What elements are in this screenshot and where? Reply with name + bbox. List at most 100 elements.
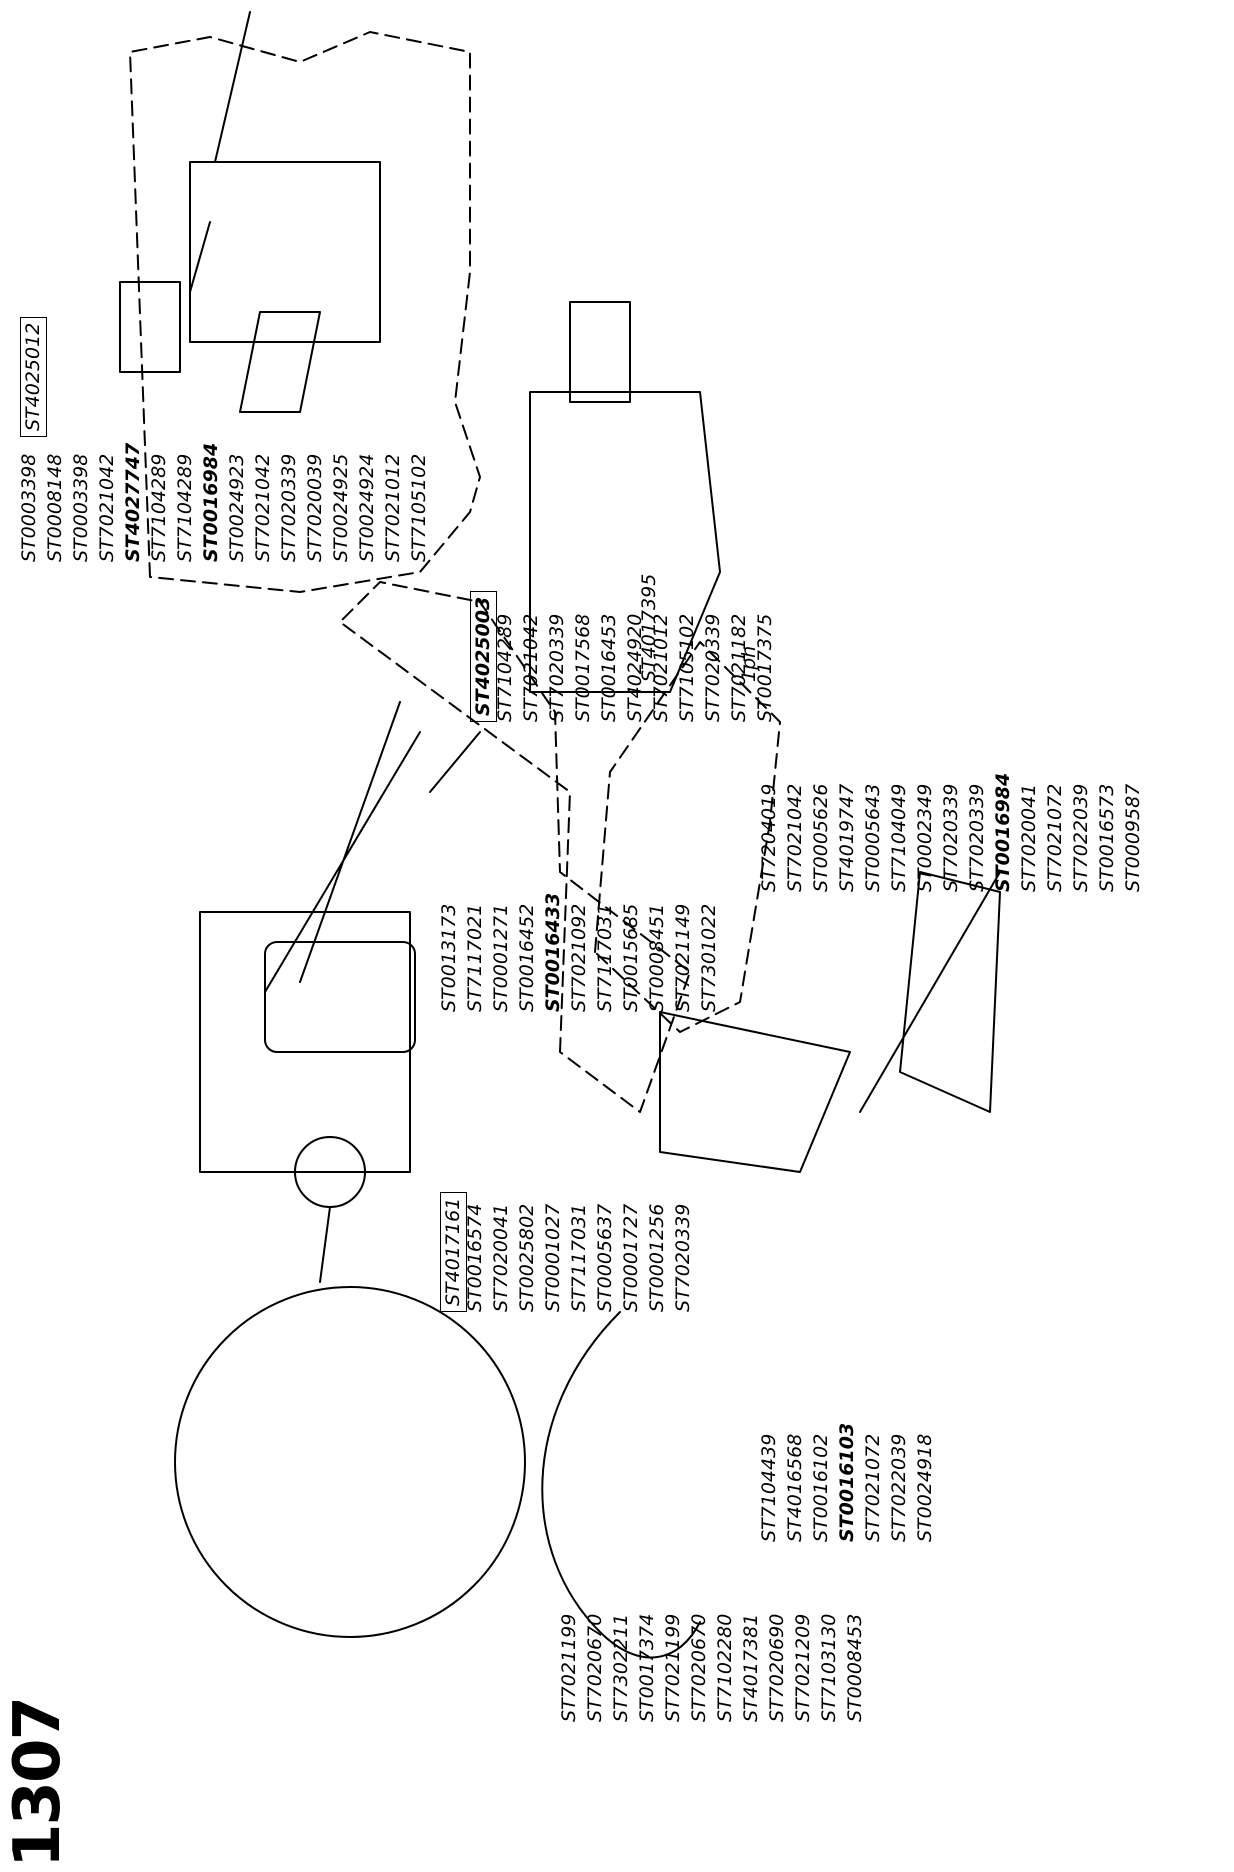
part-label: ST7020690 (766, 1613, 788, 1722)
part-label: ST7021199 (558, 1613, 580, 1722)
part-label: ST7104289 (494, 613, 516, 722)
cable-gland (429, 731, 481, 793)
part-label: ST0016574 (464, 1203, 486, 1312)
part-label: ST0024925 (330, 453, 352, 562)
part-label: ST7021149 (672, 903, 694, 1012)
spring (189, 221, 211, 293)
switch-box-rod (214, 11, 251, 163)
part-label: ST7103130 (818, 1613, 840, 1722)
part-label: ST7021042 (520, 613, 542, 722)
part-label: ST0001271 (490, 903, 512, 1012)
part-label: ST7021042 (96, 453, 118, 562)
part-label: ST4025012 (20, 316, 47, 437)
part-label: ST7021182 (728, 613, 750, 722)
motor-plate (199, 911, 411, 1173)
part-label: ST7021199 (662, 1613, 684, 1722)
part-label: ST7104289 (174, 453, 196, 562)
part-label: ST0016453 (598, 613, 620, 722)
part-label: ST7021042 (784, 783, 806, 892)
part-label: ST0008148 (44, 453, 66, 562)
part-label: ST0016452 (516, 903, 538, 1012)
part-label: ST4017381 (740, 1613, 762, 1722)
part-label: ST7105102 (676, 613, 698, 722)
ground-cable (541, 1311, 701, 1659)
part-label: ST7117031 (594, 903, 616, 1012)
part-label: ST7021072 (1044, 783, 1066, 892)
part-label: ST7021092 (568, 903, 590, 1012)
part-label: ST0015685 (620, 903, 642, 1012)
part-label: ST0016573 (1096, 783, 1118, 892)
part-label: ST7117021 (464, 903, 486, 1012)
part-label: ST0005637 (594, 1203, 616, 1312)
motor-body (264, 941, 416, 1053)
part-label: ST7105102 (408, 453, 430, 562)
motor-shaft (264, 701, 421, 993)
part-label: ST0024924 (356, 453, 378, 562)
part-label: ST0005626 (810, 783, 832, 892)
part-label: ST7302211 (610, 1613, 632, 1722)
part-label: ST7021042 (252, 453, 274, 562)
part-label: ST0005643 (862, 783, 884, 892)
part-label: ST7102280 (714, 1613, 736, 1722)
part-label: ST0016433 (542, 892, 564, 1012)
valve-block-2 (569, 301, 631, 403)
part-label: ST7301022 (698, 903, 720, 1012)
part-label: ST0001727 (620, 1203, 642, 1312)
mount-bracket (529, 391, 721, 693)
part-label: ST7020339 (702, 613, 724, 722)
part-label: ST7020670 (688, 1613, 710, 1722)
part-label: ST4019747 (836, 783, 858, 892)
part-label: ST7104439 (758, 1433, 780, 1542)
part-label: ST7020339 (940, 783, 962, 892)
part-label: ST0016102 (810, 1433, 832, 1542)
group-outline-box-assembly (129, 31, 481, 593)
part-label: ST4017161 (440, 1191, 467, 1312)
part-label: ST0003398 (70, 453, 92, 562)
part-label: ST7020041 (1018, 783, 1040, 892)
part-label: ST7022039 (888, 1433, 910, 1542)
part-label: ST0017374 (636, 1613, 658, 1722)
part-label: ST0016984 (992, 772, 1014, 892)
part-label: ST7020041 (490, 1203, 512, 1312)
callout-line (319, 1206, 331, 1283)
part-label: ST7021012 (650, 613, 672, 722)
part-label: ST0008451 (646, 903, 668, 1012)
part-label: ST7020039 (304, 453, 326, 562)
group-outline-motor (339, 581, 691, 1113)
part-label: ST7117031 (568, 1203, 590, 1312)
part-label: ST0025802 (516, 1203, 538, 1312)
part-label: ST7104049 (888, 783, 910, 892)
part-label: ST0016984 (200, 442, 222, 562)
part-label: ST7020339 (672, 1203, 694, 1312)
part-label: ST0017568 (572, 613, 594, 722)
part-label: ST7204019 (758, 783, 780, 892)
part-label: ST7020339 (966, 783, 988, 892)
part-label: ST7021072 (862, 1433, 884, 1542)
part-label: ST0013173 (438, 903, 460, 1012)
part-label: ST0024923 (226, 453, 248, 562)
part-label: ST0003398 (18, 453, 40, 562)
part-label: ST0024918 (914, 1433, 936, 1542)
part-label: ST7104289 (148, 453, 170, 562)
ground-detail-circle (174, 1286, 526, 1638)
page-number: 1307 (1, 1697, 75, 1868)
part-label: ST0009587 (1122, 783, 1144, 892)
part-label: ST7021209 (792, 1613, 814, 1722)
valve-block (119, 281, 181, 373)
latch-plate (239, 311, 321, 413)
part-label: ST4016568 (784, 1433, 806, 1542)
pedal-right (899, 871, 1001, 1113)
part-label: ST7021012 (382, 453, 404, 562)
switch-box (189, 161, 381, 343)
part-label: ST0001027 (542, 1203, 564, 1312)
pedal-left (659, 1011, 851, 1173)
part-label: ST7020339 (278, 453, 300, 562)
part-label: ST7020670 (584, 1613, 606, 1722)
pedal-shaft (859, 871, 1001, 1113)
part-label: ST0001256 (646, 1203, 668, 1312)
part-label: ST4024920 (624, 613, 646, 722)
part-label: ST0002349 (914, 783, 936, 892)
